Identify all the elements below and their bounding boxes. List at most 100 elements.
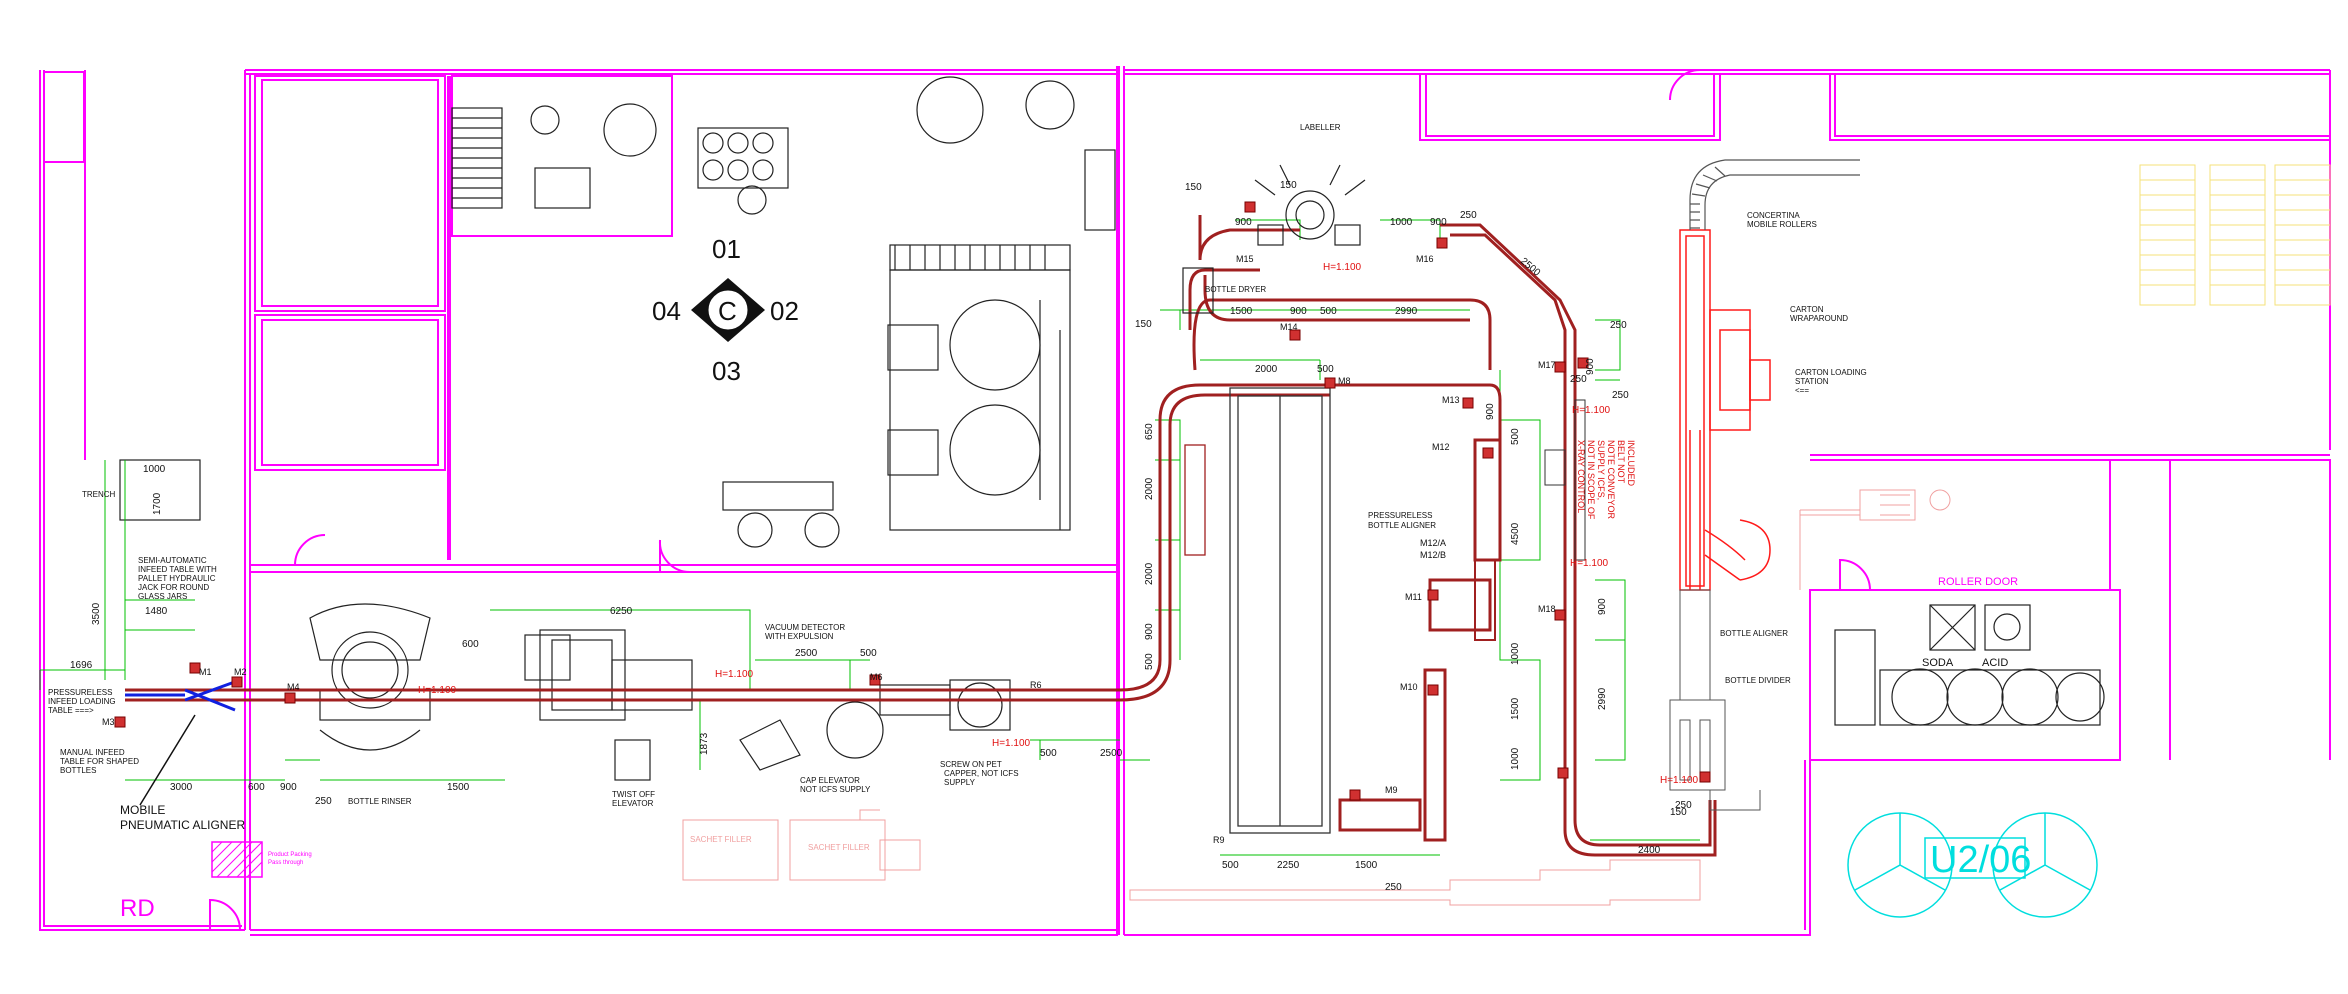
- compass-w: 04: [652, 296, 681, 326]
- wraparound-line: [1679, 229, 1771, 591]
- motor-m12b: M12/B: [1420, 550, 1446, 560]
- grey-lower-line: [1669, 589, 1761, 811]
- label-xray-4: NOTE CONVEYOR: [1606, 440, 1616, 520]
- label-bottle-rinser: BOTTLE RINSER: [348, 797, 412, 806]
- label-carton-loading-1: CARTON LOADING: [1795, 368, 1867, 377]
- label-concertina-2: MOBILE ROLLERS: [1747, 220, 1817, 229]
- motor-m6: M6: [870, 672, 883, 682]
- dim-2400: 2400: [1638, 845, 1661, 856]
- label-pressureless-2: INFEED LOADING: [48, 697, 116, 706]
- motor-m9: M9: [1385, 785, 1398, 795]
- dim-250e: 250: [1612, 390, 1629, 401]
- label-bottle-divider: BOTTLE DIVIDER: [1725, 676, 1791, 685]
- height-1: H=1.100: [418, 685, 457, 696]
- label-screw-capper-3: SUPPLY: [944, 778, 976, 787]
- motor-m10: M10: [1400, 682, 1418, 692]
- dim-1000c: 1000: [1510, 642, 1521, 665]
- dim-650: 650: [1144, 423, 1155, 440]
- label-manual-infeed-2: TABLE FOR SHAPED: [60, 757, 139, 766]
- label-manual-infeed-3: BOTTLES: [60, 766, 96, 775]
- motor-m2: M2: [234, 667, 247, 677]
- label-semi-auto-2: INFEED TABLE WITH: [138, 565, 217, 574]
- dim-1000d: 1000: [1510, 747, 1521, 770]
- label-xray-3: SUPPLY ICFS,: [1596, 440, 1606, 500]
- label-xray-1: X-RAY CONTROL: [1576, 440, 1586, 513]
- dim-1700: 1700: [152, 492, 163, 515]
- label-labeller: LABELLER: [1300, 123, 1341, 132]
- motor-m4: M4: [287, 682, 300, 692]
- small-skid: [722, 481, 840, 548]
- dim-1500: 1500: [447, 782, 470, 793]
- dim-250d: 250: [1570, 374, 1587, 385]
- conveyor-line: [125, 215, 1717, 857]
- label-cap-elevator-1: CAP ELEVATOR: [800, 776, 860, 785]
- dim-2000b: 2000: [1144, 562, 1155, 585]
- label-pressureless-1: PRESSURELESS: [48, 688, 112, 697]
- dim-600b: 600: [462, 639, 479, 650]
- dim-1873: 1873: [699, 732, 710, 755]
- label-twist-off-2: ELEVATOR: [612, 799, 654, 808]
- label-screw-capper-2: CAPPER, NOT ICFS: [944, 769, 1019, 778]
- dim-2250: 2250: [1277, 860, 1300, 871]
- room-label-rd: RD: [120, 895, 155, 922]
- unit-label: U2/06: [1930, 839, 2031, 881]
- motor-m15: M15: [1236, 254, 1254, 264]
- label-semi-auto-4: JACK FOR ROUND: [138, 583, 209, 592]
- motor-m18: M18: [1538, 604, 1556, 614]
- dim-2500: 2500: [795, 648, 818, 659]
- dim-900b: 900: [1144, 623, 1155, 640]
- stair-block: [451, 107, 503, 209]
- dim-250f: 250: [1385, 882, 1402, 893]
- height-5: H=1.100: [1572, 405, 1611, 416]
- height-3: H=1.100: [992, 738, 1031, 749]
- dim-250g: 250: [1675, 800, 1692, 811]
- compass-c: C: [718, 296, 737, 326]
- rinser-machine: [309, 603, 431, 751]
- label-mobile-1: MOBILE: [120, 803, 165, 817]
- compass-s: 03: [712, 356, 741, 386]
- dim-4500: 4500: [1510, 522, 1521, 545]
- motor-r6: R6: [1030, 680, 1042, 690]
- label-manual-infeed-1: MANUAL INFEED: [60, 748, 125, 757]
- tank-skid: [887, 244, 1071, 531]
- label-soda: SODA: [1922, 657, 1954, 669]
- dim-1500d: 1500: [1355, 860, 1378, 871]
- height-2: H=1.100: [715, 669, 754, 680]
- roller-door-label: ROLLER DOOR: [1938, 576, 2018, 588]
- height-6: H=1.100: [1570, 558, 1609, 569]
- dim-1000: 1000: [143, 464, 166, 475]
- label-carton-wrap-1: CARTON: [1790, 305, 1824, 314]
- concertina-rollers: [1689, 159, 1860, 230]
- equipment-linework: [119, 76, 1116, 781]
- dim-1696: 1696: [70, 660, 93, 671]
- dim-500: 500: [860, 648, 877, 659]
- compass-e: 02: [770, 296, 799, 326]
- label-xray-6: INCLUDED: [1626, 440, 1636, 487]
- roller-door-room: [1834, 604, 2105, 726]
- label-bottle-dryer: BOTTLE DRYER: [1205, 285, 1266, 294]
- building-walls: [39, 66, 2331, 936]
- product-packing-1: Product Packing: [268, 852, 312, 858]
- dim-900h: 900: [1597, 598, 1608, 615]
- label-vacuum-2: WITH EXPULSION: [765, 632, 834, 641]
- rotary-machine: [697, 127, 789, 215]
- label-screw-capper-1: SCREW ON PET: [940, 760, 1002, 769]
- label-pressureless-3: TABLE ===>: [48, 706, 94, 715]
- dimension-lines: [39, 219, 1700, 856]
- dim-500c: 500: [1144, 653, 1155, 670]
- dim-500f: 500: [1510, 428, 1521, 445]
- dim-1000b: 1000: [1390, 217, 1413, 228]
- label-carton-wrap-2: WRAPAROUND: [1790, 314, 1848, 323]
- dim-150: 150: [1135, 319, 1152, 330]
- motor-m8: M8: [1338, 376, 1351, 386]
- dim-250c: 250: [1610, 320, 1627, 331]
- dim-3000: 3000: [170, 782, 193, 793]
- dim-2000: 2000: [1144, 477, 1155, 500]
- motor-m1: M1: [199, 667, 212, 677]
- label-pressureless-aligner-1: PRESSURELESS: [1368, 511, 1432, 520]
- label-cap-elevator-2: NOT ICFS SUPPLY: [800, 785, 871, 794]
- dim-150d: 150: [1670, 807, 1687, 818]
- labeller-machine: [1182, 164, 1366, 314]
- motor-m14: M14: [1280, 322, 1298, 332]
